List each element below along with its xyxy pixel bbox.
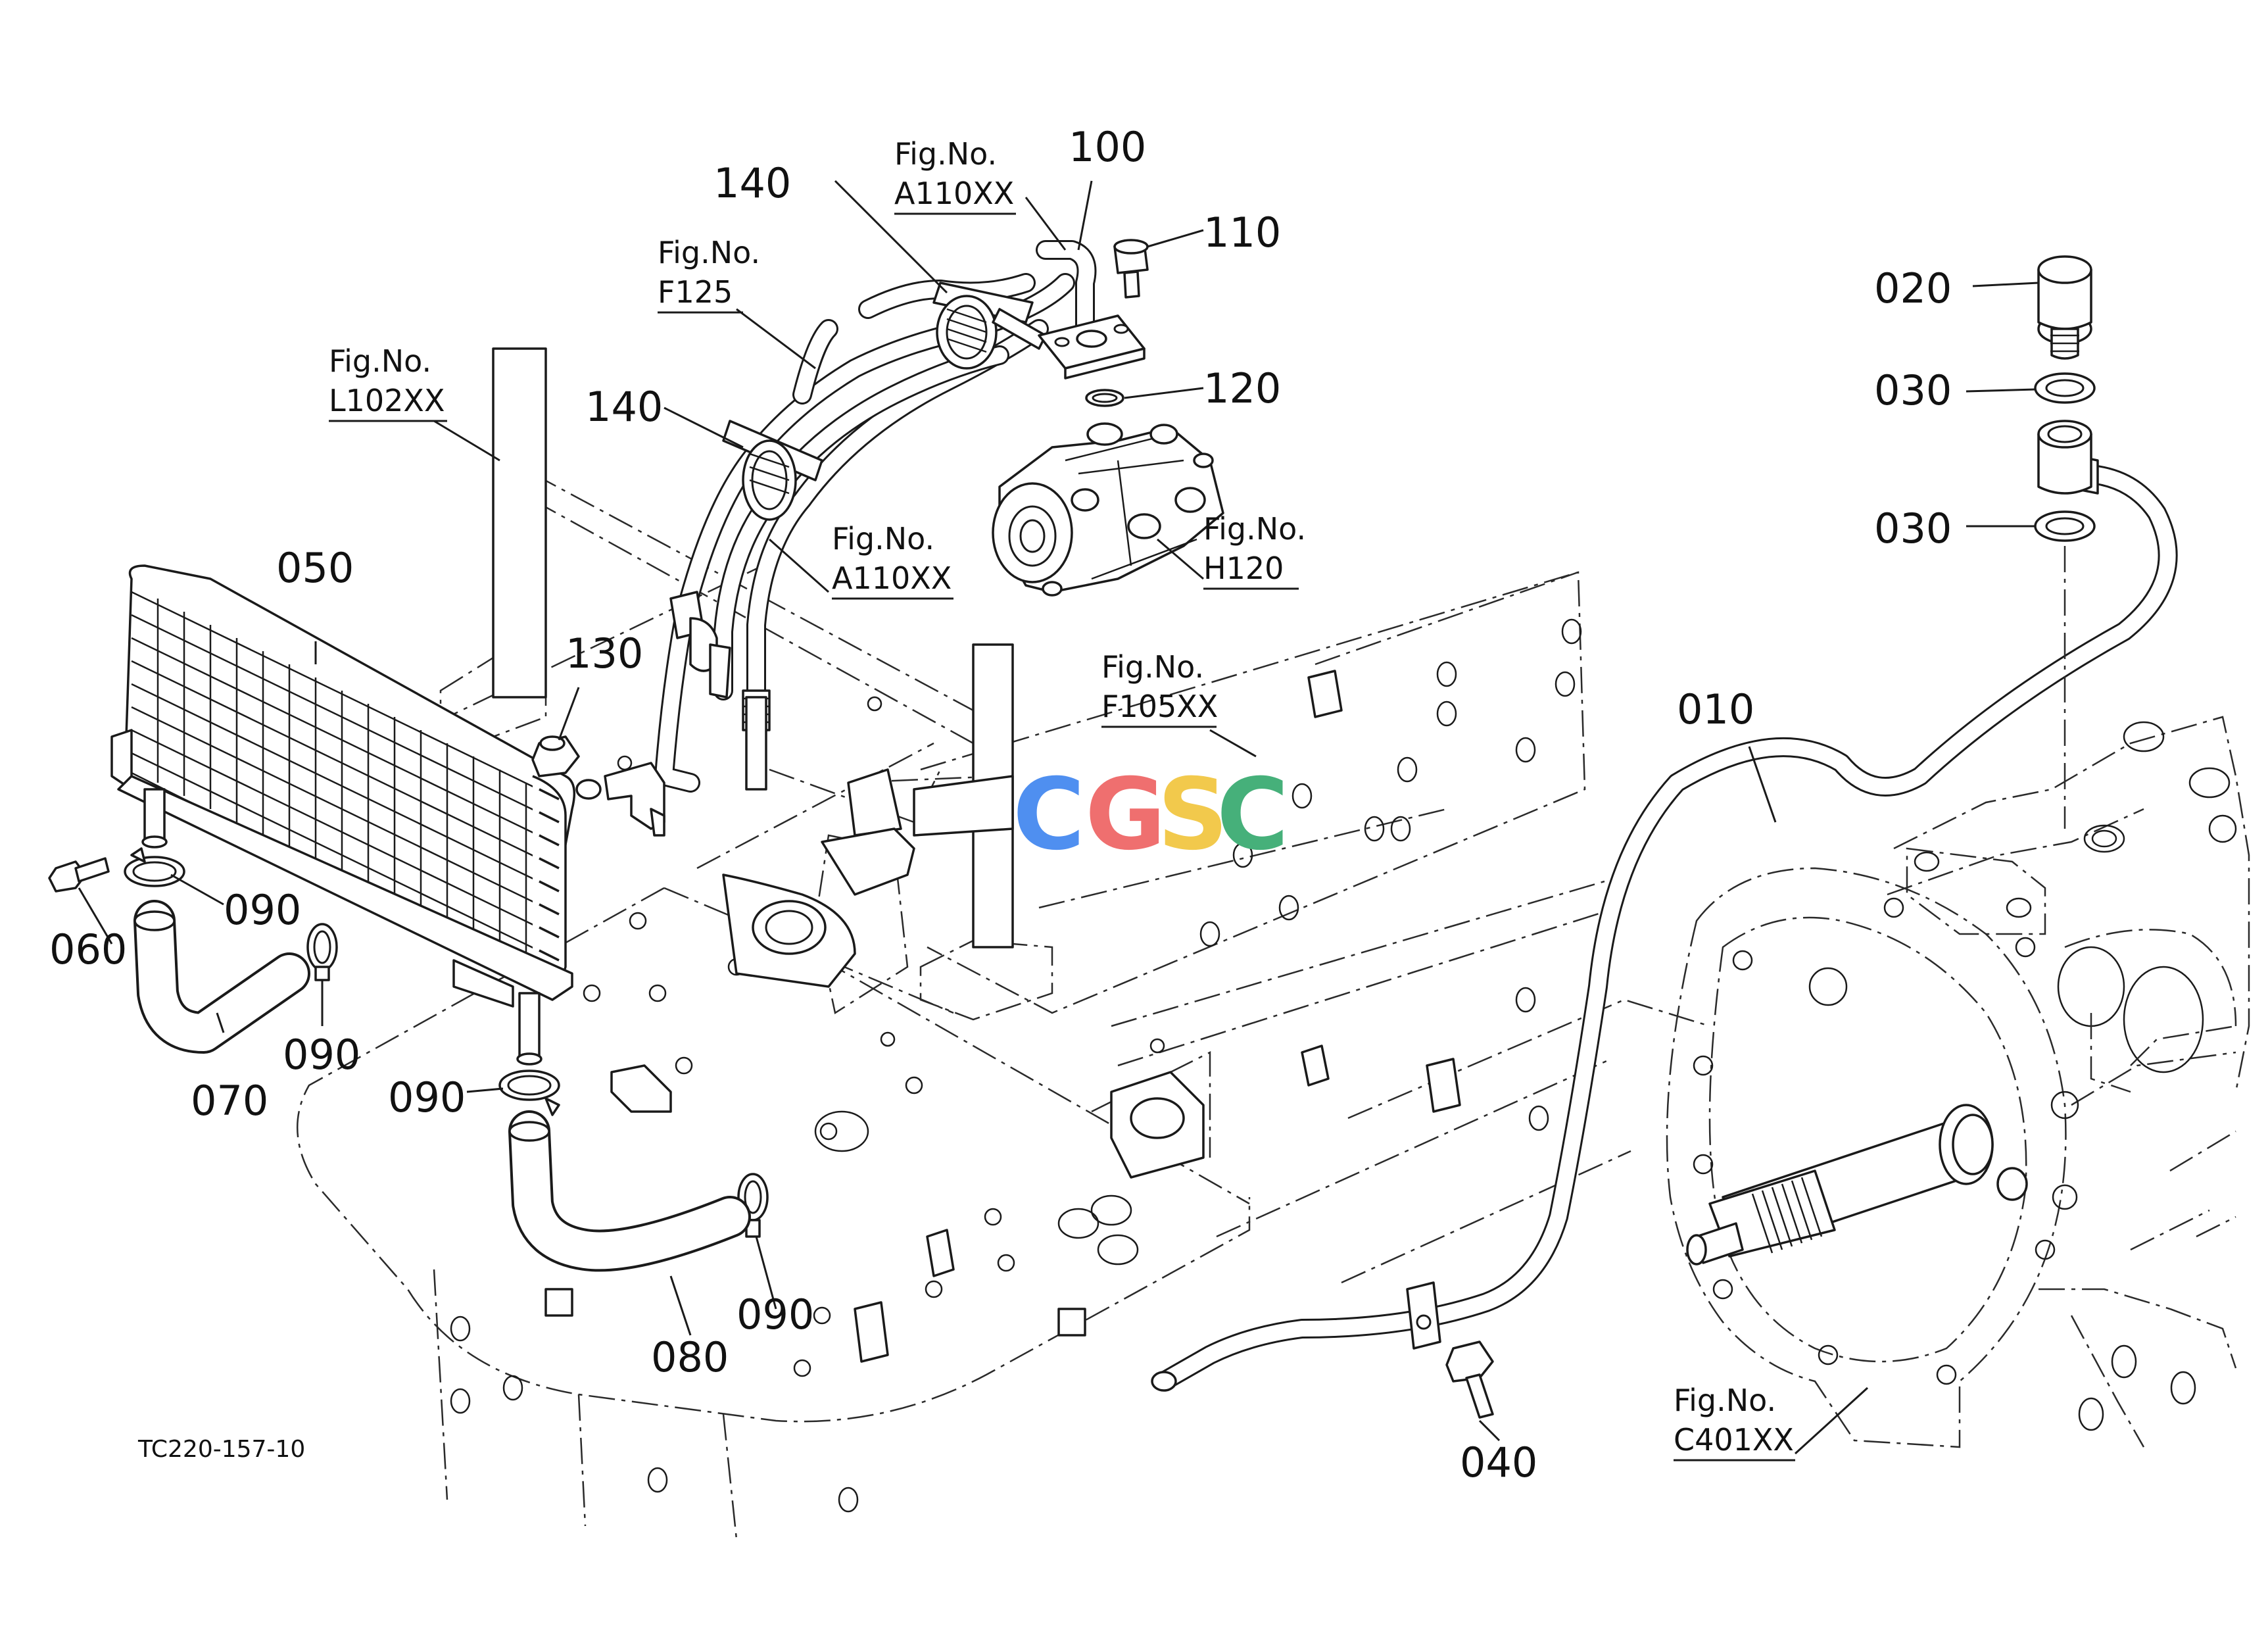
pipe-clamp-140-upper	[932, 282, 1047, 370]
fig-ref-F125-prefix: Fig.No.	[658, 235, 760, 270]
pipe-010	[1151, 453, 2178, 1392]
oil-cooler-050	[110, 564, 576, 1066]
part-label-130: 130	[566, 629, 643, 677]
watermark-letter-1: C	[1013, 758, 1085, 872]
fig-ref-F105XX-code: F105XX	[1101, 689, 1218, 724]
fig-ref-A110XX-mid: Fig.No. A110XX	[832, 521, 953, 600]
fig-ref-A110XX-top-prefix: Fig.No.	[894, 136, 997, 172]
part-label-140-lower: 140	[585, 383, 663, 431]
fig-ref-A110XX-mid-prefix: Fig.No.	[832, 521, 934, 556]
part-label-040: 040	[1460, 1438, 1537, 1487]
fig-ref-A110XX-top-code: A110XX	[894, 176, 1014, 211]
fig-ref-H120-code: H120	[1203, 551, 1284, 586]
o-ring-120	[1085, 389, 1124, 407]
fitting-130	[531, 735, 580, 777]
part-labels: 010 020 030 030 040 050 060 070 080 090 …	[49, 123, 1952, 1487]
fig-ref-F125: Fig.No. F125	[658, 235, 760, 314]
part-label-140-upper: 140	[713, 159, 791, 207]
hose-080	[508, 1110, 751, 1272]
fig-ref-C401XX-code: C401XX	[1674, 1422, 1794, 1458]
fig-ref-L102XX: Fig.No. L102XX	[329, 343, 447, 422]
bolt-110	[1113, 239, 1149, 299]
fig-ref-F125-code: F125	[658, 274, 733, 310]
bolt-040	[1406, 1281, 1494, 1419]
fig-ref-H120: Fig.No. H120	[1203, 511, 1306, 590]
part-label-030-lower: 030	[1874, 504, 1952, 553]
hose-clamp-090-a	[124, 847, 185, 887]
watermark-letter-2: G	[1085, 758, 1166, 872]
fig-ref-A110XX-mid-code: A110XX	[832, 560, 952, 596]
part-label-110: 110	[1203, 209, 1281, 257]
fig-ref-L102XX-code: L102XX	[329, 383, 445, 418]
hose-070	[133, 900, 310, 1054]
hose-clamp-090-b	[306, 923, 338, 981]
part-label-060: 060	[49, 925, 127, 973]
fig-ref-C401XX: Fig.No. C401XX	[1674, 1383, 1795, 1462]
part-label-100: 100	[1069, 123, 1146, 171]
part-label-090-b: 090	[283, 1031, 360, 1079]
washer-030-lower	[2034, 510, 2096, 542]
fig-ref-F105XX-prefix: Fig.No.	[1101, 649, 1204, 685]
pipe-clamp-140-lower	[722, 420, 823, 521]
figure-references: Fig.No. L102XX Fig.No. F125 Fig.No. A110…	[329, 136, 1795, 1462]
leader-lines	[78, 180, 2039, 1455]
part-label-120: 120	[1203, 364, 1281, 412]
part-label-010: 010	[1677, 685, 1754, 733]
transmission-housing	[1666, 716, 2250, 1448]
fig-ref-C401XX-prefix: Fig.No.	[1674, 1383, 1776, 1418]
watermark: C G S C	[1013, 758, 1289, 872]
hose-clamp-090-d	[737, 1173, 769, 1238]
washer-030-upper	[2034, 372, 2096, 404]
bolt-060	[48, 857, 110, 893]
part-label-080: 080	[651, 1333, 729, 1381]
drawing-id: TC220-157-10	[137, 1436, 305, 1463]
watermark-letter-4: C	[1217, 758, 1289, 872]
watermark-letter-3: S	[1157, 758, 1228, 872]
fig-ref-A110XX-top: Fig.No. A110XX	[894, 136, 1016, 215]
part-label-030-upper: 030	[1874, 366, 1952, 414]
part-label-090-c: 090	[388, 1073, 466, 1121]
part-label-020: 020	[1874, 264, 1952, 312]
hose-clamp-090-c	[498, 1069, 560, 1116]
part-label-090-a: 090	[224, 886, 301, 934]
part-label-070: 070	[191, 1077, 268, 1125]
fig-ref-L102XX-prefix: Fig.No.	[329, 343, 431, 379]
banjo-fitting	[2037, 420, 2092, 495]
part-label-090-d: 090	[736, 1291, 814, 1339]
flange-100	[1038, 314, 1146, 380]
hydraulic-fitting-tubes	[709, 643, 767, 791]
fig-ref-F105XX: Fig.No. F105XX	[1101, 649, 1218, 728]
chassis-frame	[296, 347, 1710, 1540]
part-label-050: 050	[276, 544, 354, 592]
hydraulic-pump	[992, 422, 1224, 597]
fig-ref-H120-prefix: Fig.No.	[1203, 511, 1306, 547]
banjo-bolt-020	[2037, 255, 2092, 360]
